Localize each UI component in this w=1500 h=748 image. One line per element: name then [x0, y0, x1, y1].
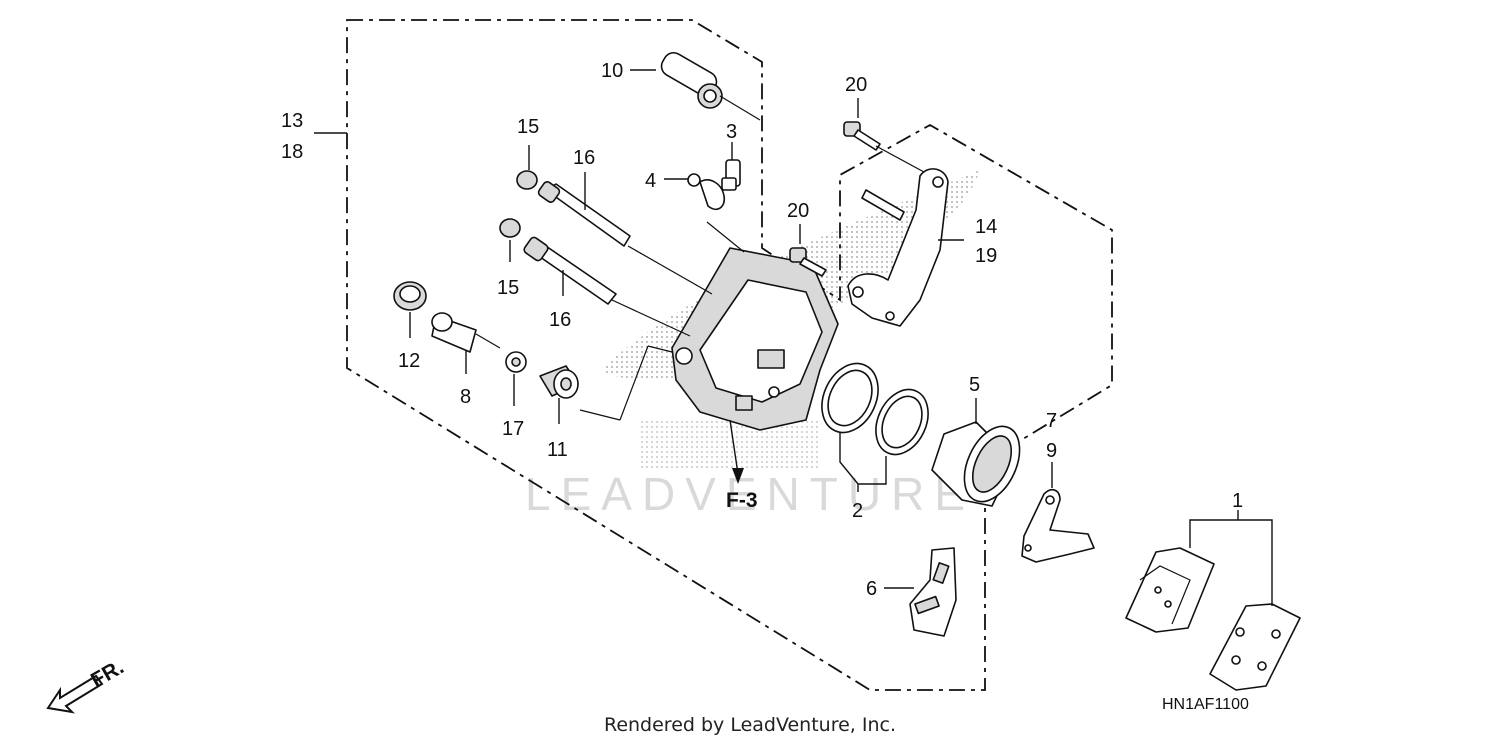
washer-part — [505, 351, 527, 373]
boot-lower-part — [499, 218, 521, 238]
callout-9[interactable]: 9 — [1046, 440, 1057, 462]
slide-pin-lower-part — [523, 236, 617, 305]
reference-f3[interactable]: F-3 — [726, 489, 758, 512]
footer-credit: Rendered by LeadVenture, Inc. — [603, 714, 897, 736]
callout-12[interactable]: 12 — [398, 350, 420, 372]
bolt-part — [431, 312, 501, 353]
pad-retainer-part — [1021, 488, 1095, 563]
callout-2[interactable]: 2 — [852, 500, 863, 522]
callout-4[interactable]: 4 — [645, 170, 656, 192]
callout-17[interactable]: 17 — [502, 418, 524, 440]
bracket-bolt-lower-part — [789, 247, 827, 277]
bushing-part — [539, 365, 579, 399]
cap-part — [393, 281, 427, 311]
brake-pad-lower-part — [1209, 603, 1301, 691]
pin-sleeve-part — [660, 51, 723, 109]
brake-pad-upper-part — [1125, 547, 1215, 633]
boot-upper-part — [516, 170, 538, 190]
callout-15-lower[interactable]: 15 — [497, 277, 519, 299]
callout-14[interactable]: 14 — [975, 216, 997, 238]
callout-13[interactable]: 13 — [281, 110, 303, 132]
piston-seal-part — [821, 362, 929, 456]
callout-7[interactable]: 7 — [1046, 410, 1057, 432]
watermark-text: LEADVENTURE — [525, 468, 975, 520]
callout-3[interactable]: 3 — [726, 121, 737, 143]
caliper-body-part — [671, 247, 839, 431]
callout-16-upper[interactable]: 16 — [573, 147, 595, 169]
bleeder-screw-part — [687, 159, 741, 211]
diagram-code: HN1AF1100 — [1162, 696, 1249, 713]
callout-10[interactable]: 10 — [601, 60, 623, 82]
callout-19[interactable]: 19 — [975, 245, 997, 267]
slide-pin-upper-part — [537, 181, 631, 247]
caliper-assembly-outline — [346, 19, 1113, 691]
callout-20-lower[interactable]: 20 — [787, 200, 809, 222]
front-direction-arrow-icon — [46, 674, 104, 714]
callout-18[interactable]: 18 — [281, 141, 303, 163]
callout-11[interactable]: 11 — [547, 439, 568, 461]
callout-5[interactable]: 5 — [969, 374, 980, 396]
callout-15-upper[interactable]: 15 — [517, 116, 539, 138]
callout-16-lower[interactable]: 16 — [549, 309, 571, 331]
piston-part — [931, 421, 1021, 507]
callout-20-upper[interactable]: 20 — [845, 74, 867, 96]
bracket-bolt-upper-part — [843, 121, 881, 151]
callout-8[interactable]: 8 — [460, 386, 471, 408]
callout-6[interactable]: 6 — [866, 578, 877, 600]
callout-1[interactable]: 1 — [1232, 490, 1243, 512]
pad-spring-part — [909, 547, 957, 637]
